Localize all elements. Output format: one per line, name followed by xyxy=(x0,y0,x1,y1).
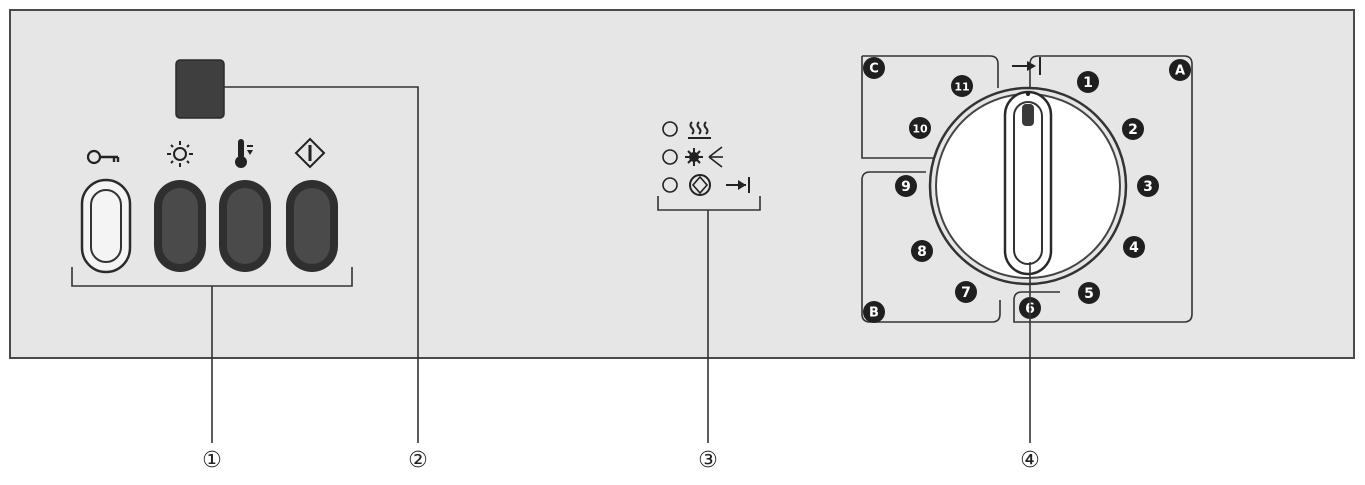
program-number-label: 3 xyxy=(1143,179,1153,195)
group-letter-c: C xyxy=(863,57,885,79)
indicator-light xyxy=(662,149,678,165)
callout-1-label: ① xyxy=(202,448,222,473)
callout-4-label: ④ xyxy=(1020,448,1040,473)
wash-end-icon xyxy=(689,174,750,196)
callout-3-label: ③ xyxy=(698,448,718,473)
program-number-label: 2 xyxy=(1128,122,1138,138)
indicator-light xyxy=(662,121,678,137)
key-button[interactable] xyxy=(80,178,132,274)
program-number-3: 3 xyxy=(1137,175,1159,197)
key-icon xyxy=(86,149,120,165)
start-button[interactable] xyxy=(286,180,338,272)
indicator-rinse xyxy=(662,146,723,168)
arrow-to-end-icon xyxy=(1012,57,1041,75)
indicators-bracket xyxy=(657,196,761,211)
program-group-frames xyxy=(861,55,1193,323)
group-letters: A B C xyxy=(863,57,1191,323)
program-number-11: 11 xyxy=(951,75,973,97)
group-letter-label: C xyxy=(869,62,879,77)
callout-1: ① xyxy=(202,448,222,473)
program-number-8: 8 xyxy=(911,240,933,262)
group-letter-label: A xyxy=(1175,64,1185,79)
callout-2: ② xyxy=(408,448,428,473)
program-number-4: 4 xyxy=(1123,236,1145,258)
program-number-7: 7 xyxy=(955,281,977,303)
program-number-10: 10 xyxy=(909,117,931,139)
program-number-label: 8 xyxy=(917,244,927,260)
group-letter-a: A xyxy=(1169,59,1191,81)
thermometer-icon xyxy=(235,139,253,168)
callout-2-leader xyxy=(224,86,419,443)
indicator-light xyxy=(662,177,678,193)
temperature-button[interactable] xyxy=(219,180,271,272)
sun-button[interactable] xyxy=(154,180,206,272)
program-number-label: 7 xyxy=(961,285,971,301)
program-number-5: 5 xyxy=(1078,282,1100,304)
program-number-1: 1 xyxy=(1077,71,1099,93)
group-letter-b: B xyxy=(863,301,885,323)
start-diamond-icon xyxy=(294,137,326,169)
indicator-drying xyxy=(662,121,711,139)
program-number-label: 11 xyxy=(954,81,969,94)
sun-icon xyxy=(167,141,193,167)
program-number-label: 10 xyxy=(912,123,928,136)
dial-marker-dot xyxy=(1026,92,1030,96)
program-number-label: 1 xyxy=(1083,75,1093,91)
callout-4: ④ xyxy=(1020,448,1040,473)
callout-2-label: ② xyxy=(408,448,428,473)
group-letter-label: B xyxy=(869,306,879,321)
indicator-end xyxy=(662,174,750,196)
program-number-label: 5 xyxy=(1084,286,1094,302)
program-dial[interactable] xyxy=(928,86,1128,286)
program-number-label: 9 xyxy=(901,179,911,195)
heat-waves-icon xyxy=(688,121,711,139)
dial-pointer xyxy=(1022,104,1034,126)
program-number-9: 9 xyxy=(895,175,917,197)
sun-spray-icon xyxy=(685,146,723,168)
program-number-2: 2 xyxy=(1122,118,1144,140)
display-window xyxy=(175,59,225,119)
program-number-label: 4 xyxy=(1129,240,1139,256)
callout-3: ③ xyxy=(698,448,718,473)
